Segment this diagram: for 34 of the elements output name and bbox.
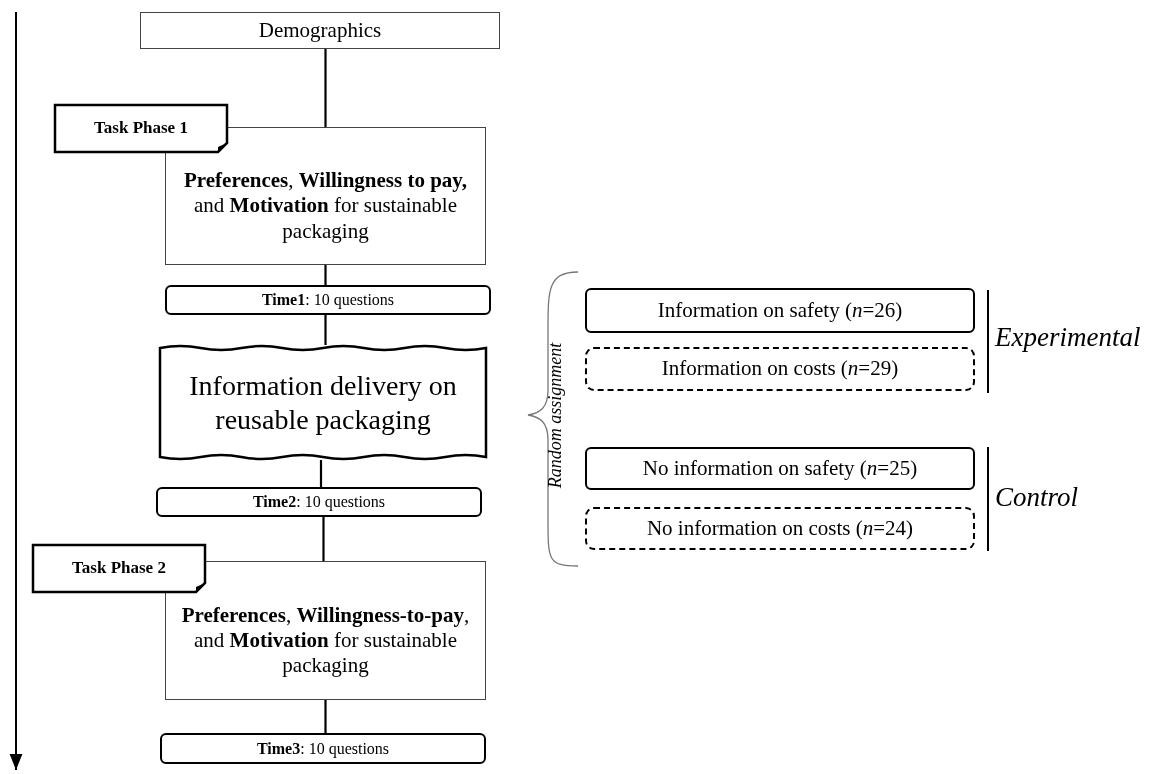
condition-box — [585, 447, 975, 490]
node-text: Information on costs (n=29) — [661, 356, 899, 382]
connector-line — [324, 315, 327, 345]
node-text: No information on costs (n=24) — [646, 515, 914, 542]
connector-line — [319, 460, 323, 487]
information-box — [160, 345, 486, 460]
node-text: Information on safety (n=26) — [657, 297, 903, 324]
node-text: Time2: 10 questions — [252, 492, 386, 512]
process-box — [165, 285, 491, 315]
condition-box — [585, 347, 975, 391]
condition-box — [585, 288, 975, 333]
process-box — [140, 12, 500, 49]
phase-tab — [33, 545, 205, 592]
node-text: Task Phase 1 — [94, 118, 188, 139]
process-box — [156, 487, 482, 517]
node-text: Demographics — [258, 17, 382, 44]
process-box — [165, 561, 486, 700]
connector-line — [324, 49, 327, 127]
node-text: Time1: 10 questions — [261, 290, 395, 310]
node-text: Preferences, Willingness to pay, and Motivation for sustainable packaging — [183, 168, 468, 244]
process-box — [160, 733, 486, 764]
node-text: Task Phase 2 — [72, 558, 166, 579]
node-text: Time3: 10 questions — [256, 738, 390, 759]
connector-line — [322, 517, 325, 561]
group-label: Experimental — [995, 321, 1141, 353]
group-label: Control — [995, 481, 1079, 513]
phase-tab — [55, 105, 227, 152]
axis-note: Random assignment — [545, 342, 567, 488]
condition-box — [585, 507, 975, 550]
connector-line — [324, 700, 327, 733]
node-text: Information delivery on reusable packaging — [188, 368, 458, 437]
node-text: No information on safety (n=25) — [642, 455, 918, 482]
node-text: Preferences, Willingness-to-pay, and Motivation for sustainable packaging — [180, 602, 471, 679]
connector-line — [324, 265, 327, 285]
